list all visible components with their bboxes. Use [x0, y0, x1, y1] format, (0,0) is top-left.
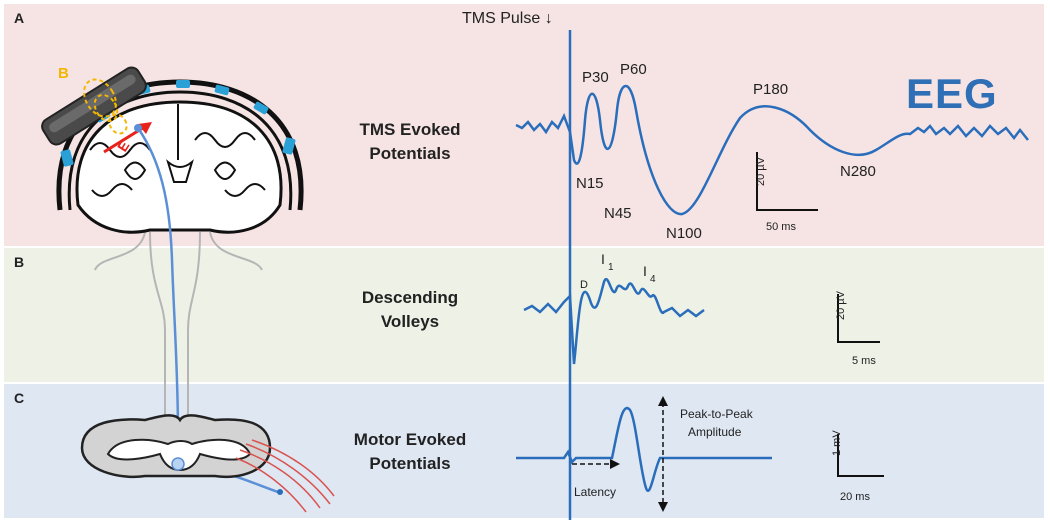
- volley-d-label: D: [580, 279, 588, 291]
- motor-endplate: [277, 489, 283, 495]
- tep-section-label: TMS Evoked Potentials: [320, 118, 500, 166]
- peak-n280-label: N280: [840, 163, 876, 180]
- panel-c-letter: C: [14, 390, 25, 406]
- field-b-label: B: [58, 65, 69, 82]
- mep-label-line2: Potentials: [369, 454, 451, 473]
- latency-arrow: [572, 459, 620, 469]
- volleys-section-label: Descending Volleys: [320, 286, 500, 334]
- tep-label-line2: Potentials: [369, 144, 451, 163]
- spinal-cord-section: [80, 414, 272, 479]
- scalebar-a: [756, 152, 818, 211]
- tep-waveform: [515, 84, 1029, 216]
- tms-pulse-label: TMS Pulse ↓: [462, 10, 553, 27]
- scalebar-c-x-label: 20 ms: [840, 491, 870, 503]
- volley-i1-label: I: [601, 251, 605, 267]
- muscle-fibers: [235, 439, 335, 513]
- volley-i1-subscript: 1: [608, 262, 614, 273]
- tep-label-line1: TMS Evoked: [359, 120, 461, 139]
- scalebar-a-x-label: 50 ms: [766, 221, 796, 233]
- panel-a-letter: A: [14, 10, 25, 26]
- volleys-label-line1: Descending: [361, 288, 459, 307]
- eeg-label: EEG: [906, 70, 998, 117]
- tep-peak-labels: P30 P60 P180 N15 N45 N100 N280: [576, 61, 876, 242]
- volley-i4-subscript: 4: [650, 274, 656, 285]
- peak-to-peak-label-line1: Peak-to-Peak: [680, 407, 754, 421]
- mep-section-label: Motor Evoked Potentials: [320, 428, 500, 476]
- peak-n45-label: N45: [604, 205, 632, 222]
- volleys-waveform: [523, 278, 705, 365]
- scalebar-b-x-label: 5 ms: [852, 355, 876, 367]
- mep-label-line1: Motor Evoked: [353, 430, 467, 449]
- peak-p30-label: P30: [582, 69, 609, 86]
- scalebar-b-y-label: 20 µV: [835, 290, 847, 320]
- scalebar-a-y-label: 20 µV: [755, 156, 767, 186]
- latency-label: Latency: [574, 485, 616, 499]
- peak-n15-label: N15: [576, 175, 604, 192]
- magnetic-field-lines: [83, 78, 128, 135]
- scalebar-b: [837, 294, 880, 343]
- cortical-neuron: [134, 124, 142, 132]
- scalebar-c-y-label: 1 mV: [831, 430, 843, 456]
- peak-p180-label: P180: [753, 81, 788, 98]
- peak-to-peak-label-line2: Amplitude: [688, 425, 742, 439]
- scalebar-c: [837, 434, 884, 477]
- brainstem-outline: [94, 231, 263, 430]
- peak-to-peak-arrow: [658, 396, 668, 512]
- peak-n100-label: N100: [666, 225, 702, 242]
- volleys-label-line2: Volleys: [380, 312, 440, 331]
- volley-i4-label: I: [643, 263, 647, 279]
- volley-labels: D I 1 I 4: [580, 251, 656, 291]
- panel-b-letter: B: [14, 254, 25, 270]
- peak-p60-label: P60: [620, 61, 647, 78]
- mep-waveform: [516, 406, 772, 492]
